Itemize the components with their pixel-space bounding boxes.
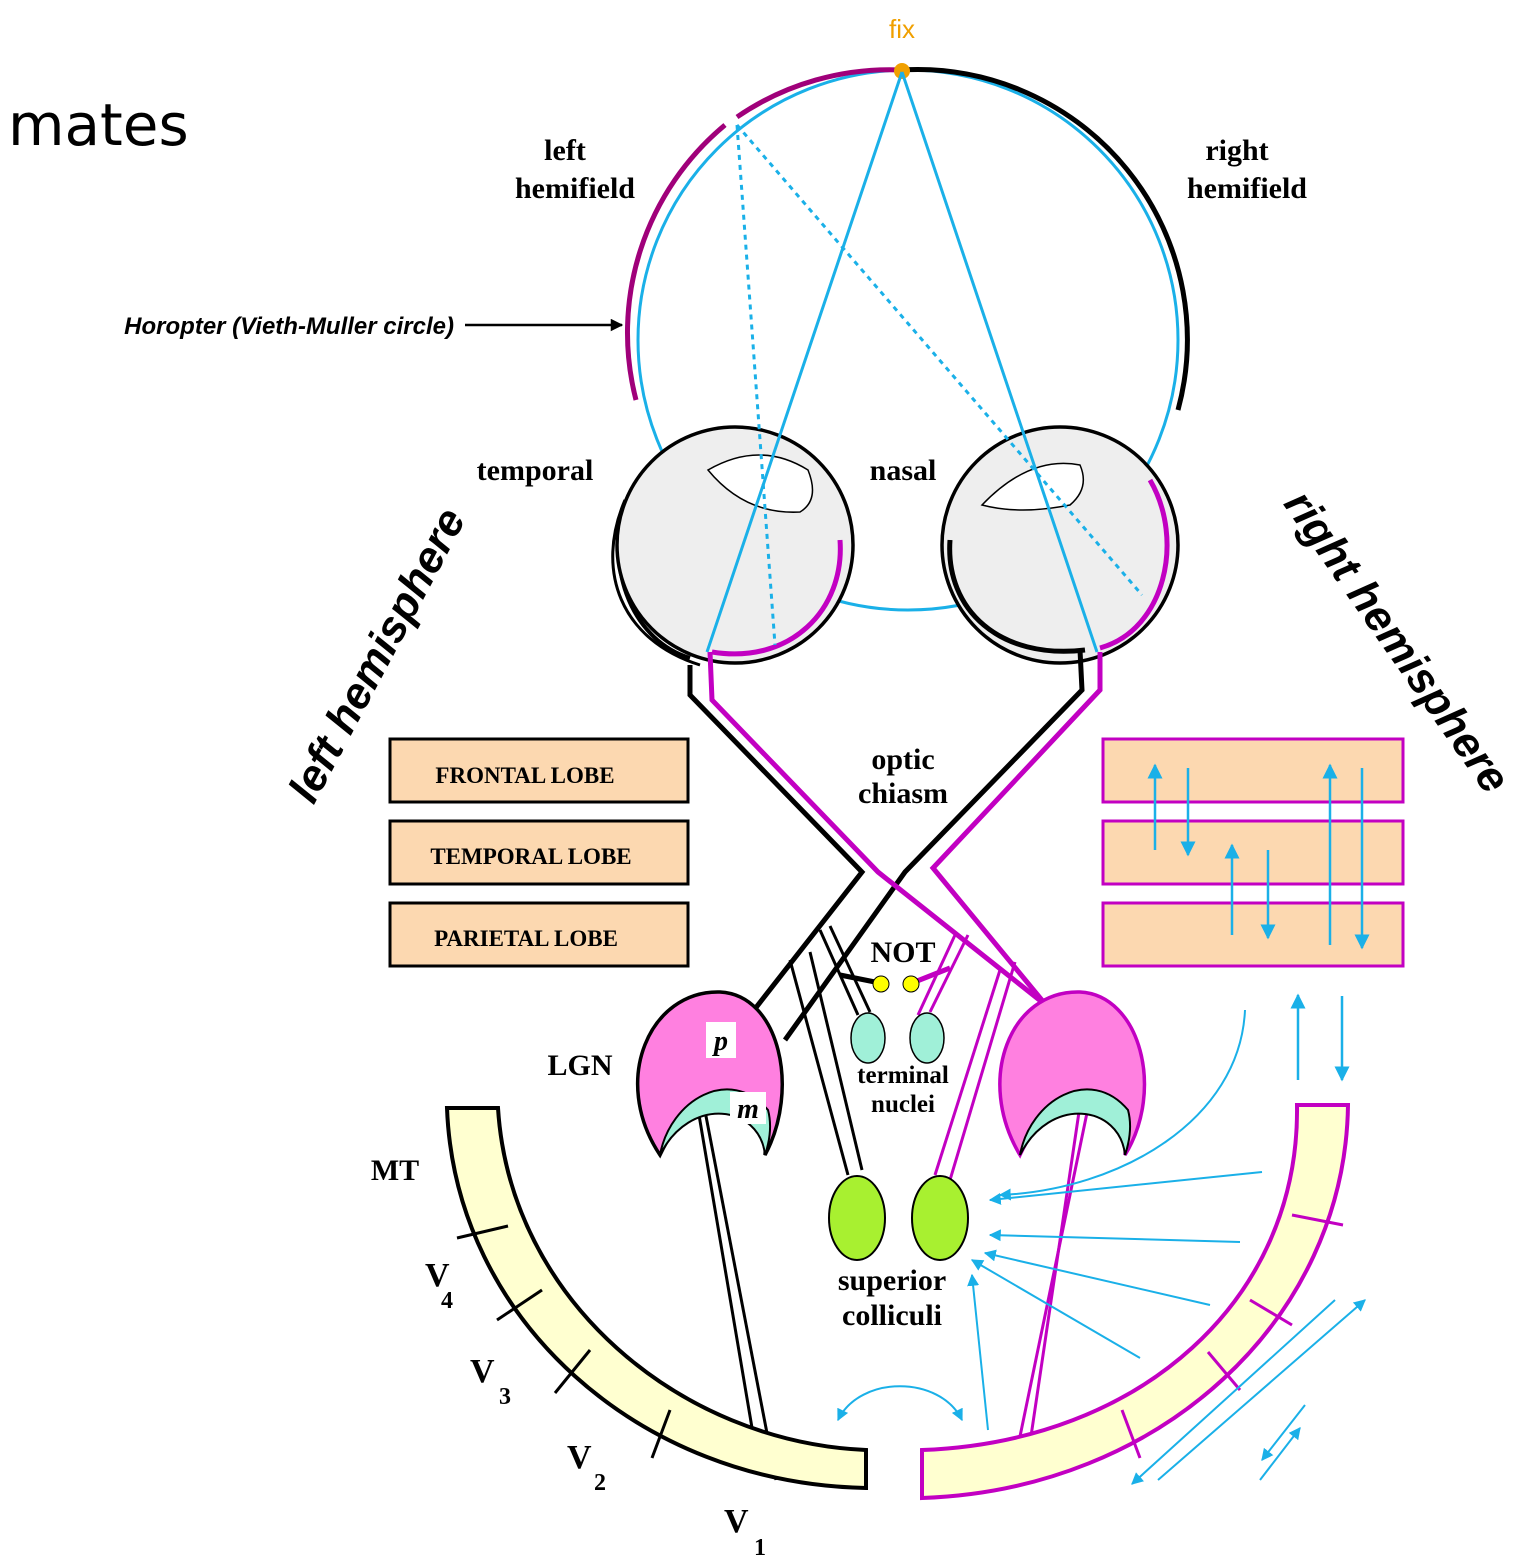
v4-label: V 4 bbox=[425, 1257, 453, 1314]
right-hemifield-label-2: hemifield bbox=[1187, 172, 1307, 205]
superior-colliculus-left bbox=[829, 1176, 885, 1260]
lobe-box-temporal: TEMPORAL LOBE bbox=[390, 821, 688, 884]
svg-text:1: 1 bbox=[754, 1535, 766, 1561]
svg-text:2: 2 bbox=[594, 1470, 606, 1496]
right-lobe-boxes bbox=[1103, 739, 1403, 966]
v1-label: V 1 bbox=[724, 1503, 766, 1561]
lobe-label: TEMPORAL LOBE bbox=[430, 844, 631, 869]
lgn-label: LGN bbox=[547, 1049, 612, 1082]
lgn-right bbox=[1000, 992, 1145, 1155]
m-layer-label: m bbox=[737, 1094, 759, 1125]
optic-chiasm-label-2: chiasm bbox=[858, 777, 948, 810]
svg-text:4: 4 bbox=[441, 1288, 453, 1314]
not-dot-right bbox=[903, 976, 919, 992]
left-eye bbox=[613, 427, 853, 665]
lobe-label: FRONTAL LOBE bbox=[435, 763, 614, 788]
left-hemifield-label-2: hemifield bbox=[515, 172, 635, 205]
left-visual-cortex bbox=[447, 1108, 866, 1488]
left-hemifield-label-1: left bbox=[544, 134, 586, 167]
lobe-box-parietal: PARIETAL LOBE bbox=[390, 903, 688, 966]
right-hemifield-label-1: right bbox=[1205, 134, 1268, 167]
horopter-label: Horopter (Vieth-Muller circle) bbox=[124, 313, 454, 340]
v2-label: V 2 bbox=[567, 1439, 606, 1496]
svg-text:V: V bbox=[724, 1503, 749, 1540]
terminal-nucleus-left bbox=[851, 1013, 885, 1063]
temporal-label: temporal bbox=[477, 454, 594, 487]
terminal-nucleus-right bbox=[910, 1013, 944, 1063]
svg-text:3: 3 bbox=[499, 1384, 511, 1410]
lobe-box-frontal: FRONTAL LOBE bbox=[390, 739, 688, 802]
v3-label: V 3 bbox=[470, 1353, 511, 1410]
terminal-nuclei-label-2: nuclei bbox=[871, 1091, 935, 1118]
mt-label: MT bbox=[371, 1154, 419, 1187]
superior-colliculi-label-2: colliculi bbox=[842, 1299, 942, 1332]
svg-text:V: V bbox=[470, 1353, 495, 1390]
fix-label: fix bbox=[889, 14, 915, 44]
p-layer-label: p bbox=[712, 1026, 728, 1057]
not-label: NOT bbox=[870, 936, 935, 969]
superior-colliculi-label-1: superior bbox=[838, 1264, 946, 1297]
optic-chiasm-label-1: optic bbox=[871, 743, 934, 776]
nasal-label: nasal bbox=[870, 454, 937, 487]
slide-title: mates bbox=[8, 91, 189, 159]
superior-colliculus-right bbox=[912, 1176, 968, 1260]
terminal-nuclei-label-1: terminal bbox=[857, 1062, 949, 1089]
lobe-label: PARIETAL LOBE bbox=[434, 926, 618, 951]
not-dot-left bbox=[873, 976, 889, 992]
svg-text:V: V bbox=[567, 1439, 592, 1476]
right-visual-cortex bbox=[922, 1105, 1348, 1498]
